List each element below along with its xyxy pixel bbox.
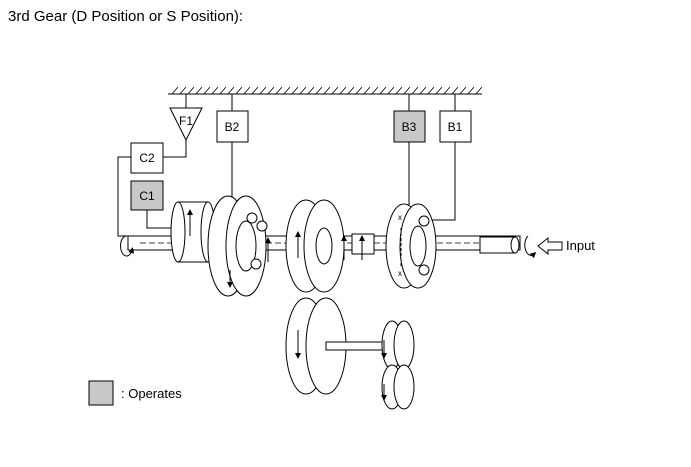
one-way-clutch-f1: F1 [169, 107, 203, 142]
input-arrow-icon [537, 236, 563, 256]
b3-label: B3 [402, 120, 417, 134]
svg-text:x: x [398, 269, 402, 278]
legend-label: : Operates [121, 386, 182, 401]
connection-lines [117, 94, 456, 237]
c1-label: C1 [139, 189, 155, 203]
counter-drive-gear [285, 199, 345, 293]
brake-b2: B2 [216, 110, 249, 143]
differential-gears [381, 320, 415, 410]
b2-label: B2 [225, 120, 240, 134]
legend: : Operates [88, 380, 182, 406]
legend-swatch [88, 380, 114, 406]
clutch-drum-left [170, 201, 216, 263]
svg-text:x: x [398, 213, 402, 222]
input-label: Input [566, 238, 595, 253]
rotation-arrows [120, 209, 537, 401]
counter-driven-gear [285, 297, 395, 395]
c2-label: C2 [139, 151, 155, 165]
clutch-c1: C1 [130, 180, 164, 211]
input-shaft [479, 236, 520, 254]
f1-label: F1 [179, 114, 193, 128]
b1-label: B1 [448, 120, 463, 134]
clutch-c2: C2 [130, 142, 164, 174]
brake-b1: B1 [439, 110, 472, 143]
transmission-case-ground [168, 86, 483, 95]
brake-b3: B3 [393, 110, 426, 143]
diagram-title: 3rd Gear (D Position or S Position): [8, 8, 244, 25]
front-planetary-gear [207, 195, 268, 297]
rear-planetary-gear: x x [351, 203, 437, 289]
